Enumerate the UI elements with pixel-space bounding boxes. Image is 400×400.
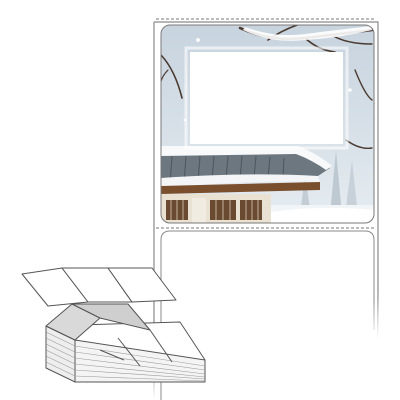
hanok-wall: [161, 194, 271, 223]
fanfold-label-stack-icon: [21, 267, 206, 383]
hanok-roof: [161, 146, 332, 194]
perforation-lines: [156, 18, 376, 229]
label-top-image: [161, 25, 374, 223]
blank-text-frame: [190, 52, 343, 144]
label-bottom-blank: [160, 230, 375, 400]
